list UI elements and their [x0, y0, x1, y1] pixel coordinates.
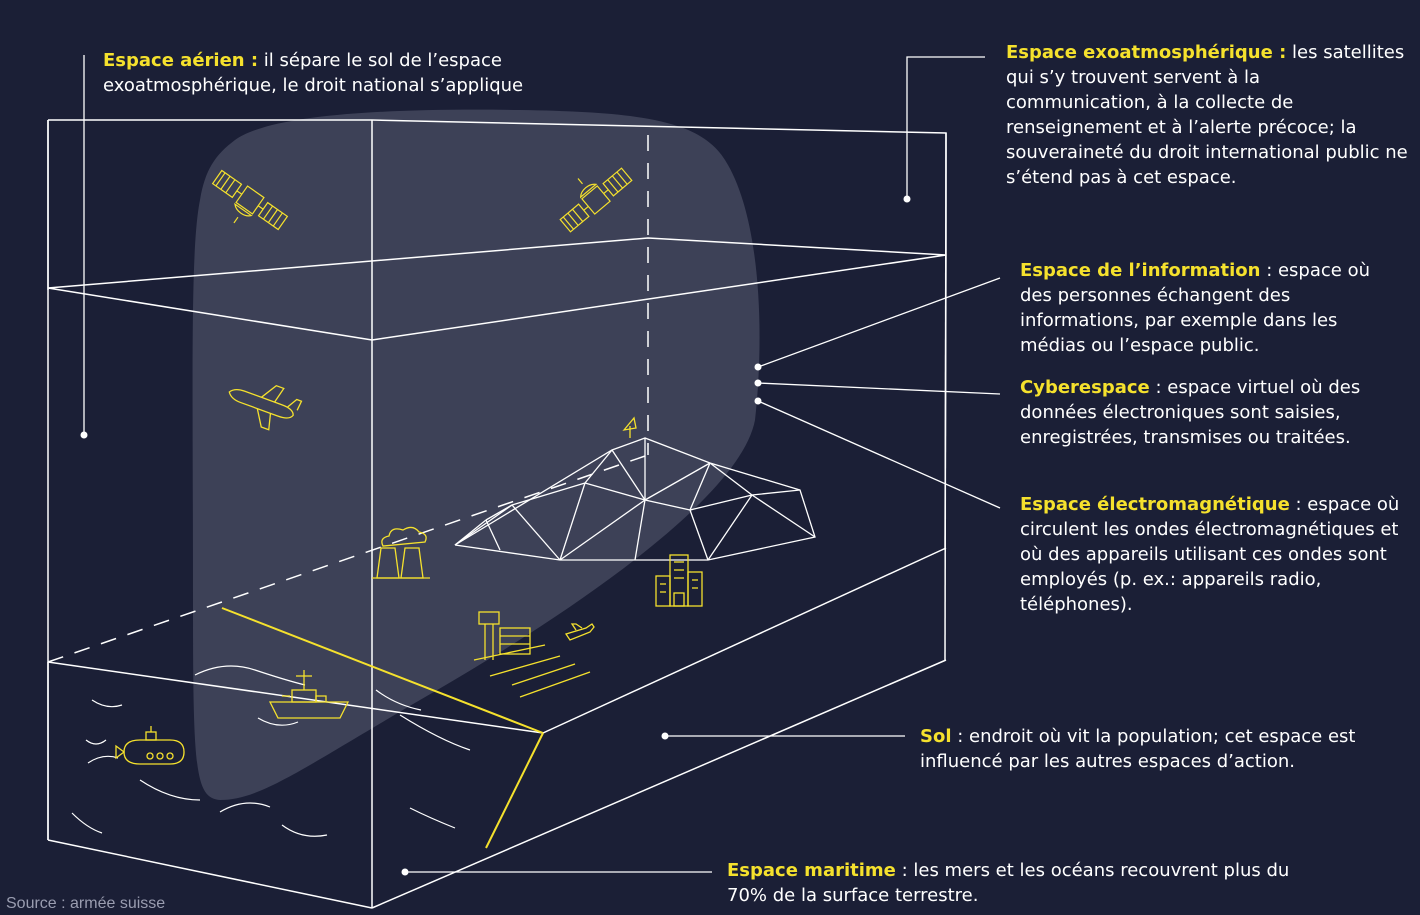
desc-ground: : endroit où vit la population; cet espa… [920, 726, 1356, 772]
term-air-space: Espace aérien : [103, 50, 259, 71]
submarine-icon [115, 726, 185, 765]
satellite-dish-icon [559, 167, 633, 233]
sea-bottom-edge [47, 839, 373, 909]
desc-information-space: : espace où des personnes échangent des … [1020, 260, 1370, 356]
label-air-space: Espace aérien : il sépare le sol de l’es… [103, 48, 603, 98]
term-exo-space: Espace exoatmosphérique : [1006, 42, 1287, 63]
desc-electromagnetic-space: : espace où circulent les ondes électrom… [1020, 494, 1400, 615]
border-line [221, 607, 544, 734]
term-information-space: Espace de l’information [1020, 260, 1261, 281]
box-right-edge [944, 132, 947, 661]
buildings-icon [655, 554, 703, 607]
border-cliff [485, 732, 544, 849]
anchor-dot-em [754, 397, 762, 405]
desc-air-space: il sépare le sol de l’espace exoatmosphé… [103, 50, 524, 96]
airplane-icon [228, 384, 303, 431]
desc-maritime-space: : les mers et les océans recouvrent plus… [727, 860, 1290, 906]
anchor-dot-info [754, 363, 762, 371]
term-ground: Sol [920, 726, 952, 747]
leader-em [757, 400, 1001, 509]
mountain-network [454, 437, 816, 561]
leader-cyber [757, 382, 1001, 395]
ground-right-edge [542, 547, 947, 734]
term-electromagnetic-space: Espace électromagnétique [1020, 494, 1290, 515]
sea-bottom-right [371, 659, 947, 909]
radar-icon [622, 416, 637, 438]
anchor-dot-sol [661, 732, 669, 740]
leader-exo [906, 56, 985, 198]
warship-icon [268, 670, 350, 719]
term-maritime-space: Espace maritime [727, 860, 896, 881]
label-exo-space: Espace exoatmosphérique : les satellites… [1006, 40, 1410, 190]
airport-icon [473, 611, 595, 698]
label-electromagnetic-space: Espace électromagnétique : espace où cir… [1020, 492, 1400, 617]
source-credit: Source : armée suisse [6, 895, 166, 912]
anchor-dot-exo [903, 195, 911, 203]
label-cyberspace: Cyberespace : espace virtuel où des donn… [1020, 375, 1400, 450]
ground-front-edge [47, 661, 544, 734]
anchor-dot-cyber [754, 379, 762, 387]
label-information-space: Espace de l’information : espace où des … [1020, 258, 1400, 358]
label-maritime-space: Espace maritime : les mers et les océans… [727, 858, 1307, 908]
information-cyber-zone [192, 109, 760, 800]
sea-waves [71, 665, 471, 837]
anchor-dot-air [80, 431, 88, 439]
anchor-dot-sea [401, 868, 409, 876]
satellite-icon [211, 169, 289, 231]
label-ground: Sol : endroit où vit la population; cet … [920, 724, 1410, 774]
term-cyberspace: Cyberespace [1020, 377, 1150, 398]
leader-info [757, 277, 1001, 368]
desc-exo-space: les satellites qui s’y trouvent servent … [1006, 42, 1408, 188]
hidden-ground-edge [47, 454, 649, 663]
desc-cyberspace: : espace virtuel où des données électron… [1020, 377, 1361, 448]
factory-icon [372, 526, 430, 579]
